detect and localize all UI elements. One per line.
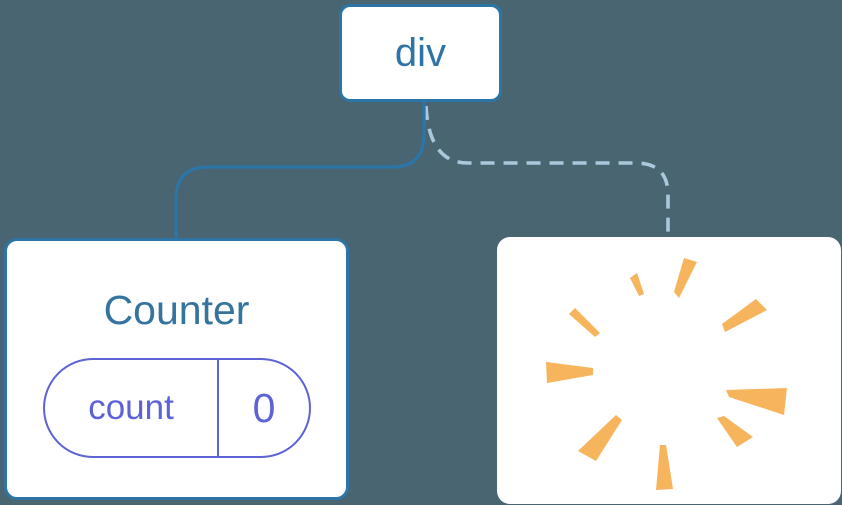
state-value: 0 — [217, 360, 309, 456]
root-node-div: div — [339, 4, 502, 102]
solid-connector-to-counter-card — [174, 102, 426, 239]
removed-component-card — [497, 237, 841, 504]
counter-component-card: Counter count 0 — [4, 238, 349, 500]
state-pill: count 0 — [43, 358, 311, 458]
poof-ray — [546, 362, 593, 383]
counter-title: Counter — [103, 287, 250, 333]
poof-ray — [674, 258, 697, 298]
poof-ray — [630, 273, 644, 296]
poof-ray — [726, 388, 787, 415]
poof-rays — [546, 258, 787, 490]
poof-ray — [569, 308, 600, 337]
poof-ray — [578, 415, 622, 461]
state-key-label: count — [88, 388, 174, 427]
poof-ray — [722, 299, 767, 332]
poof-ray — [717, 416, 753, 447]
root-node-label: div — [394, 30, 447, 75]
poof-burst-icon — [546, 258, 787, 490]
dashed-connector-to-removed-card — [424, 105, 670, 238]
poof-ray — [656, 445, 673, 490]
